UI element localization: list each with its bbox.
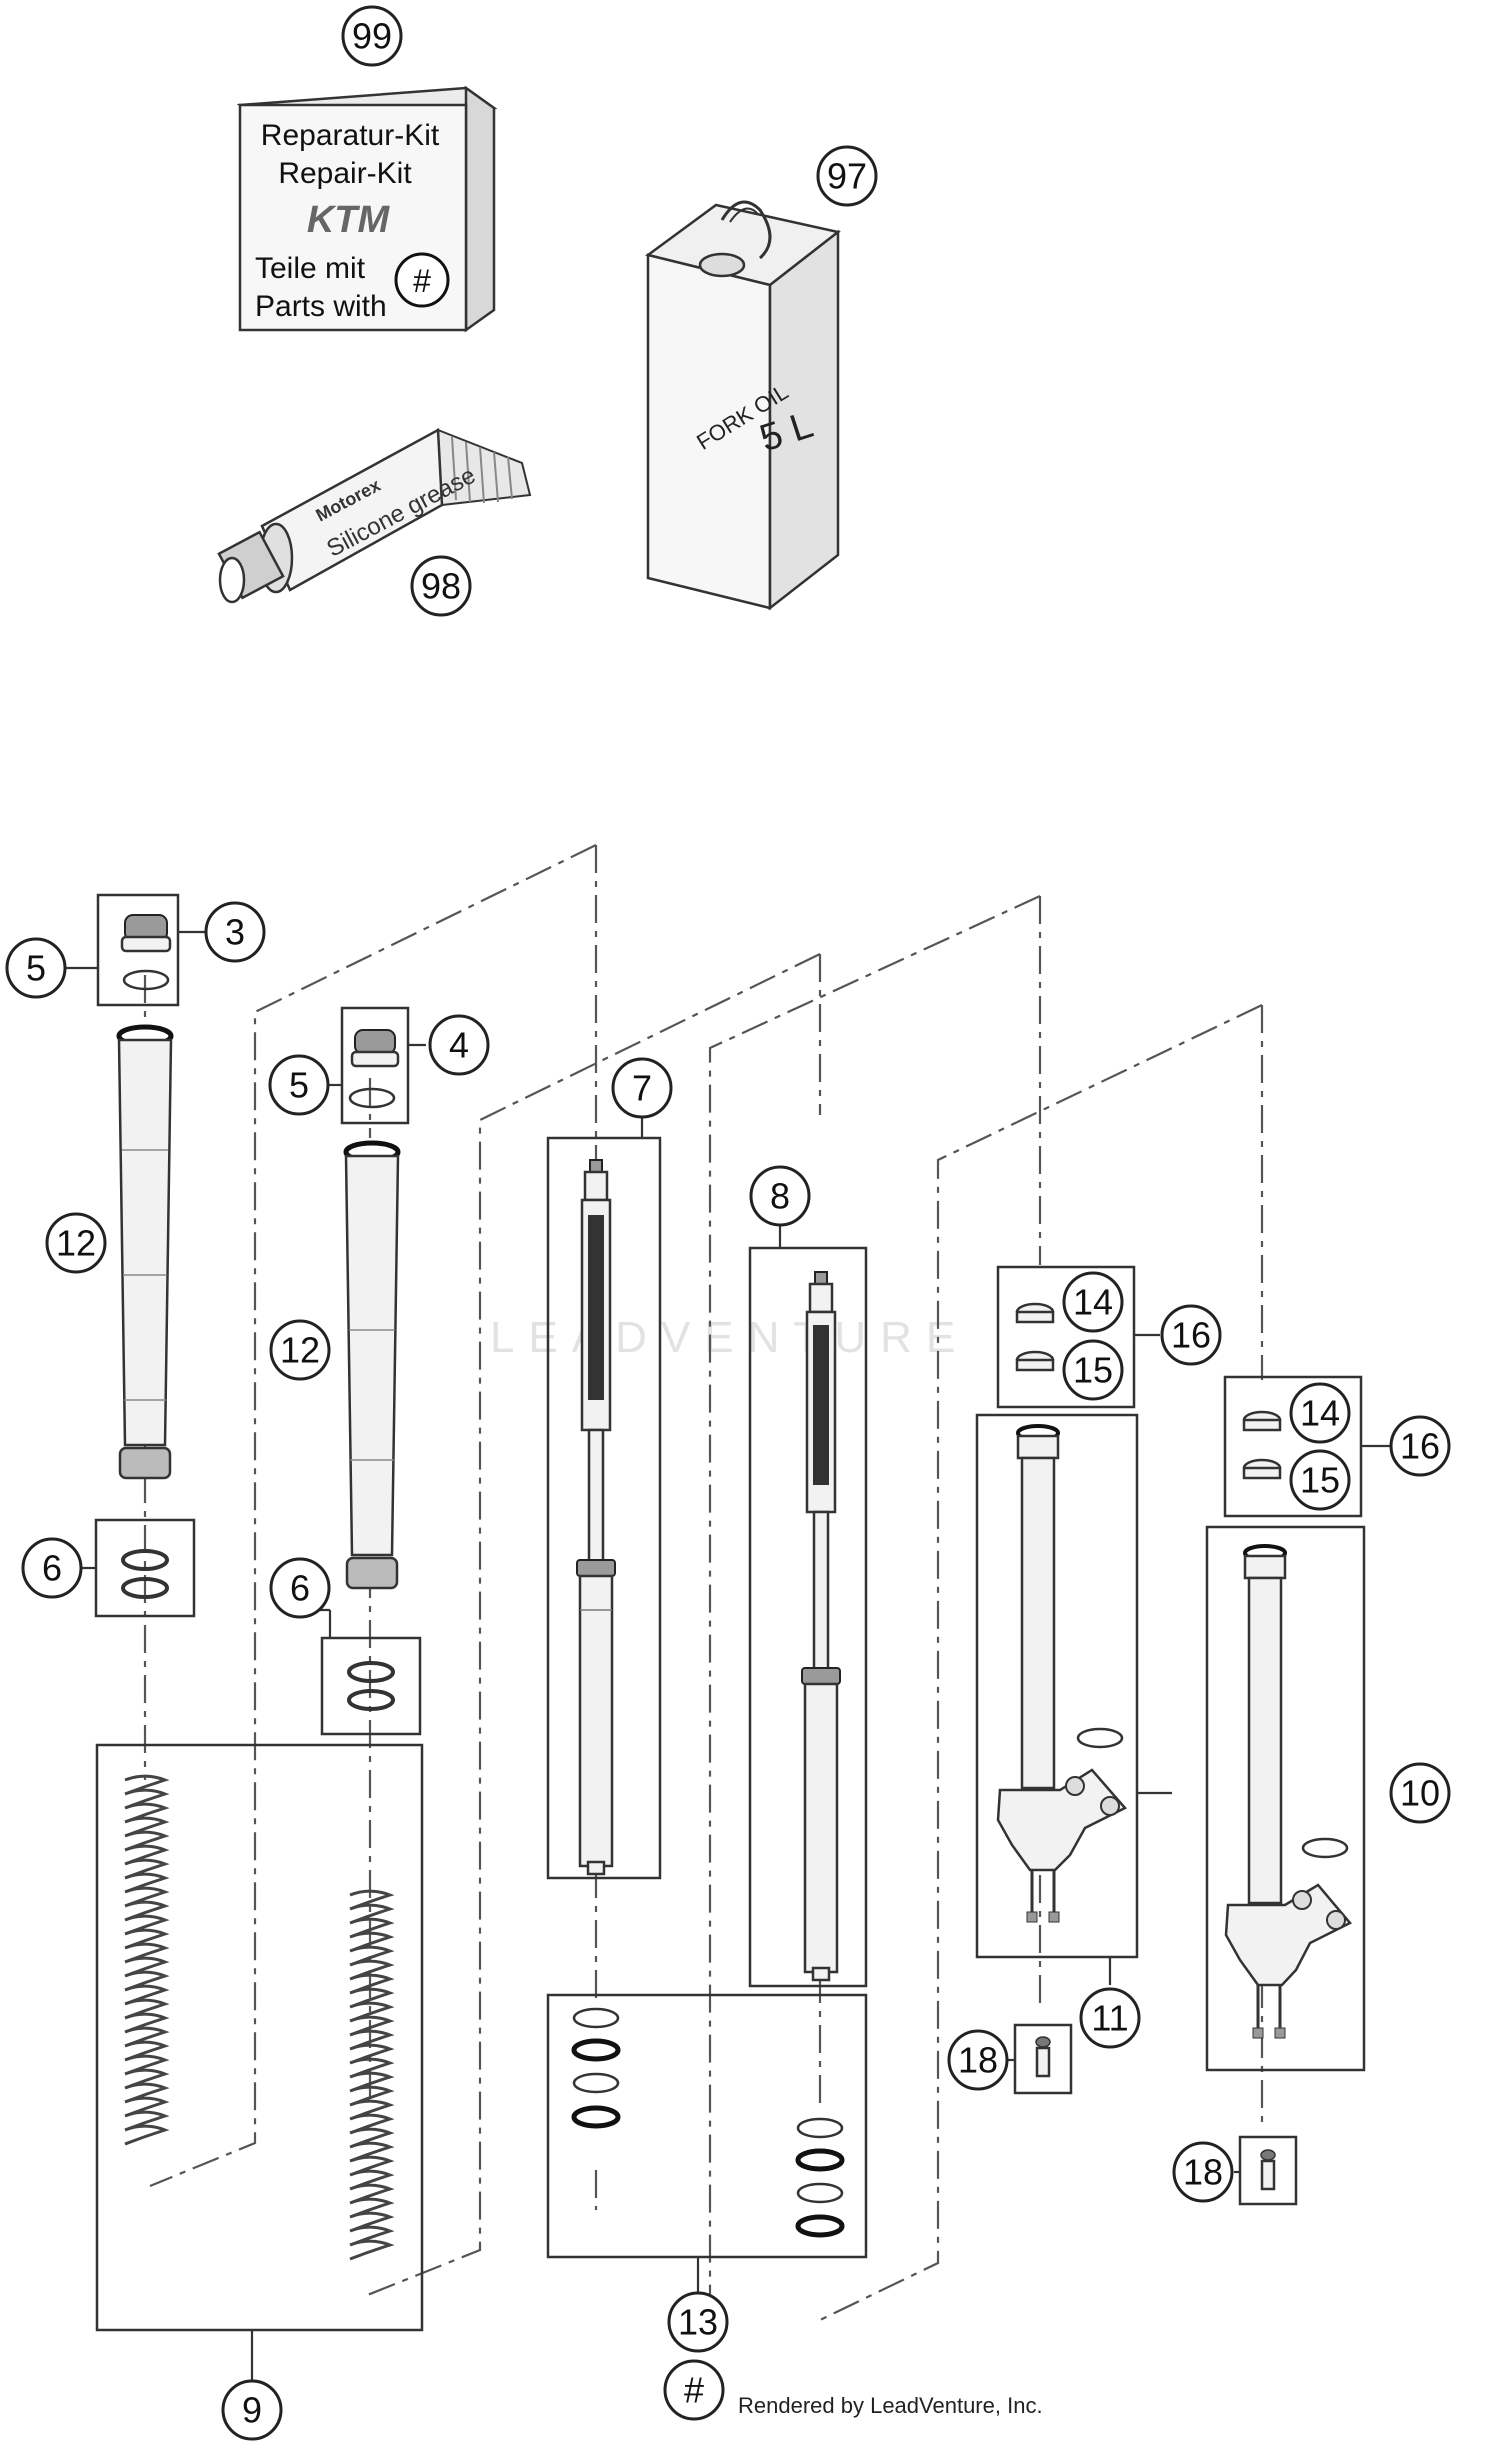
callout-9: 9 [221, 2379, 283, 2441]
bleed-screw-right [1260, 2149, 1276, 2191]
kit-hash-symbol: # [413, 263, 431, 299]
callout-6-right: 6 [269, 1557, 331, 1619]
cartridge-seals-13 [571, 2007, 845, 2238]
cartridge-8 [801, 1271, 841, 1982]
svg-text:12: 12 [56, 1223, 96, 1264]
seal-rings-left [121, 1549, 169, 1599]
silicone-grease-tube: Motorex Silicone grease [217, 427, 532, 604]
svg-text:9: 9 [242, 2390, 262, 2431]
callout-10: 10 [1389, 1762, 1451, 1824]
inner-tube-10 [1224, 1544, 1352, 2039]
kit-line2: Repair-Kit [278, 157, 412, 190]
svg-text:#: # [684, 2370, 704, 2411]
callout-15-left: 15 [1062, 1339, 1124, 1401]
inner-tube-11 [996, 1424, 1128, 1923]
callout-13: 13 [667, 2291, 729, 2353]
fork-cap-right [348, 1029, 400, 1109]
svg-text:10: 10 [1400, 1773, 1440, 1814]
render-credit: Rendered by LeadVenture, Inc. [738, 2393, 1043, 2418]
svg-text:99: 99 [352, 16, 392, 57]
callout-7: 7 [611, 1057, 673, 1119]
bushings-left [1015, 1302, 1055, 1372]
outer-tube-right [343, 1140, 401, 1590]
svg-text:7: 7 [632, 1068, 652, 1109]
svg-text:98: 98 [421, 566, 461, 607]
callout-3: 3 [204, 901, 266, 963]
svg-text:11: 11 [1091, 1998, 1128, 2039]
svg-text:15: 15 [1073, 1350, 1113, 1391]
kit-line4: Parts with [255, 290, 387, 323]
callout-14-left: 14 [1062, 1271, 1124, 1333]
callout-5-left: 5 [5, 937, 67, 999]
svg-text:12: 12 [280, 1330, 320, 1371]
kit-line1: Reparatur-Kit [261, 119, 440, 152]
fork-oil-can: FORK OIL 5 L [645, 200, 841, 611]
callout-6-left: 6 [21, 1537, 83, 1599]
callout-18-right: 18 [1172, 2141, 1234, 2203]
svg-text:5: 5 [26, 948, 46, 989]
svg-text:13: 13 [678, 2302, 718, 2343]
cartridge-7 [576, 1159, 616, 1876]
repair-kit-hash-callout: # [663, 2359, 725, 2421]
svg-text:18: 18 [958, 2040, 998, 2081]
callout-11: 11 [1079, 1987, 1141, 2049]
svg-text:97: 97 [827, 156, 867, 197]
bushings-right [1242, 1410, 1282, 1480]
svg-text:15: 15 [1300, 1460, 1340, 1501]
fork-spring-coil [349, 1889, 395, 2261]
svg-text:16: 16 [1171, 1315, 1211, 1356]
seal-rings-right [347, 1661, 395, 1711]
callout-8: 8 [749, 1165, 811, 1227]
callout-12-left: 12 [45, 1212, 107, 1274]
svg-text:14: 14 [1300, 1393, 1340, 1434]
svg-text:8: 8 [770, 1176, 790, 1217]
svg-text:3: 3 [225, 912, 245, 953]
callout-97: 97 [816, 145, 878, 207]
bleed-screw-left [1035, 2036, 1051, 2078]
svg-text:6: 6 [42, 1548, 62, 1589]
callout-5-right: 5 [268, 1054, 330, 1116]
svg-text:4: 4 [449, 1025, 469, 1066]
callout-15-right: 15 [1289, 1449, 1351, 1511]
callout-16-right: 16 [1389, 1415, 1451, 1477]
callout-99: 99 [341, 5, 403, 67]
fork-spring-coil [124, 1774, 170, 2146]
callout-16-left: 16 [1160, 1304, 1222, 1366]
callout-14-right: 14 [1289, 1382, 1351, 1444]
fork-cap-left [120, 914, 172, 991]
fork-springs [124, 1774, 395, 2261]
callout-12-right: 12 [269, 1319, 331, 1381]
svg-text:6: 6 [290, 1568, 310, 1609]
outer-tube-left [116, 1024, 174, 1480]
repair-kit-box: Reparatur-Kit Repair-Kit KTM Teile mit P… [236, 85, 498, 333]
svg-text:18: 18 [1183, 2152, 1223, 2193]
callout-4: 4 [428, 1014, 490, 1076]
svg-text:5: 5 [289, 1065, 309, 1106]
callout-98: 98 [410, 555, 472, 617]
watermark-text: LEADVENTURE [490, 1313, 969, 1362]
callout-18-left: 18 [947, 2029, 1009, 2091]
ktm-logo: KTM [307, 199, 391, 241]
kit-line3: Teile mit [255, 252, 366, 285]
svg-text:16: 16 [1400, 1426, 1440, 1467]
svg-text:14: 14 [1073, 1282, 1113, 1323]
